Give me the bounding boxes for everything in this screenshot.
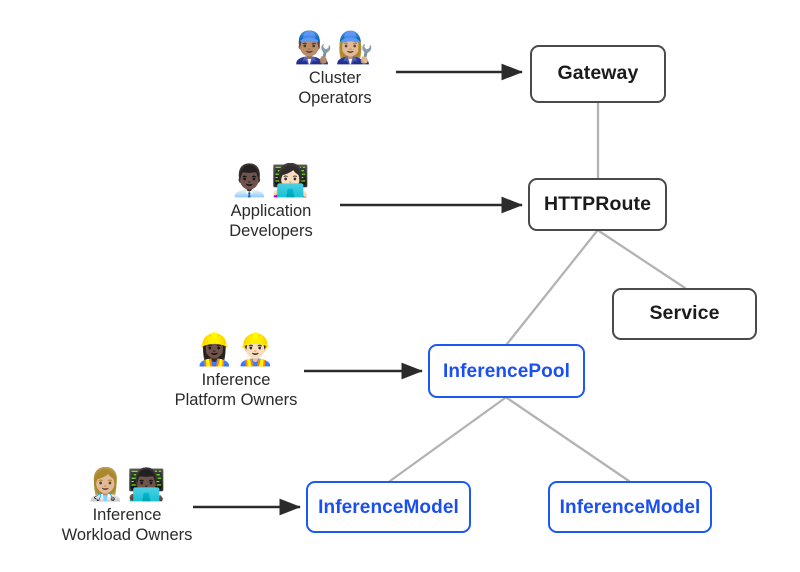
edge-httproute-inferencepool [505,229,599,346]
persona-application-developers: 👨🏿‍💼👩🏻‍💻 Application Developers [205,165,337,241]
inference-workload-owners-icons: 👩🏼‍⚕️👨🏿‍💻 [86,467,168,503]
node-inferencemodel-2[interactable]: InferenceModel [548,481,712,533]
inference-platform-owners-icons: 👷🏿‍♀️👷🏻‍♂️ [195,332,277,368]
persona-inference-platform-owners: 👷🏿‍♀️👷🏻‍♂️ Inference Platform Owners [156,334,316,410]
persona-cluster-operators: 👨🏽‍🔧👩🏼‍🔧 Cluster Operators [270,32,400,108]
node-service[interactable]: Service [612,288,757,340]
inference-workload-owners-label: Inference Workload Owners [42,505,212,546]
edge-inferencepool-inferencemodel-2 [505,396,631,483]
edge-inferencepool-inferencemodel-1 [388,396,507,483]
node-inferencemodel-2-label: InferenceModel [559,496,701,518]
cluster-operators-label-line1: Cluster [308,68,362,87]
inference-platform-owners-label-line2: Platform Owners [174,391,298,409]
inference-platform-owners-label-line1: Inference [201,370,271,389]
edge-httproute-service [597,229,687,290]
application-developers-icons: 👨🏿‍💼👩🏻‍💻 [230,163,312,199]
cluster-operators-label: Cluster Operators [270,68,400,109]
application-developers-label-line2: Developers [229,222,313,240]
application-developers-label: Application Developers [205,201,337,242]
node-httproute-label: HTTPRoute [543,192,652,215]
inference-platform-owners-label: Inference Platform Owners [156,370,316,411]
node-gateway[interactable]: Gateway [530,45,666,103]
persona-inference-workload-owners: 👩🏼‍⚕️👨🏿‍💻 Inference Workload Owners [42,469,212,545]
inference-workload-owners-label-line2: Workload Owners [61,526,193,544]
node-gateway-label: Gateway [557,62,639,85]
application-developers-label-line1: Application [230,201,312,220]
node-inferencemodel-1[interactable]: InferenceModel [306,481,471,533]
cluster-operators-label-line2: Operators [298,89,372,107]
node-inferencepool[interactable]: InferencePool [428,344,585,398]
node-service-label: Service [649,302,720,325]
node-inferencemodel-1-label: InferenceModel [318,496,459,518]
inference-workload-owners-label-line1: Inference [92,505,162,524]
node-httproute[interactable]: HTTPRoute [528,178,667,231]
cluster-operators-icons: 👨🏽‍🔧👩🏼‍🔧 [294,30,376,66]
node-inferencepool-label: InferencePool [443,360,570,382]
